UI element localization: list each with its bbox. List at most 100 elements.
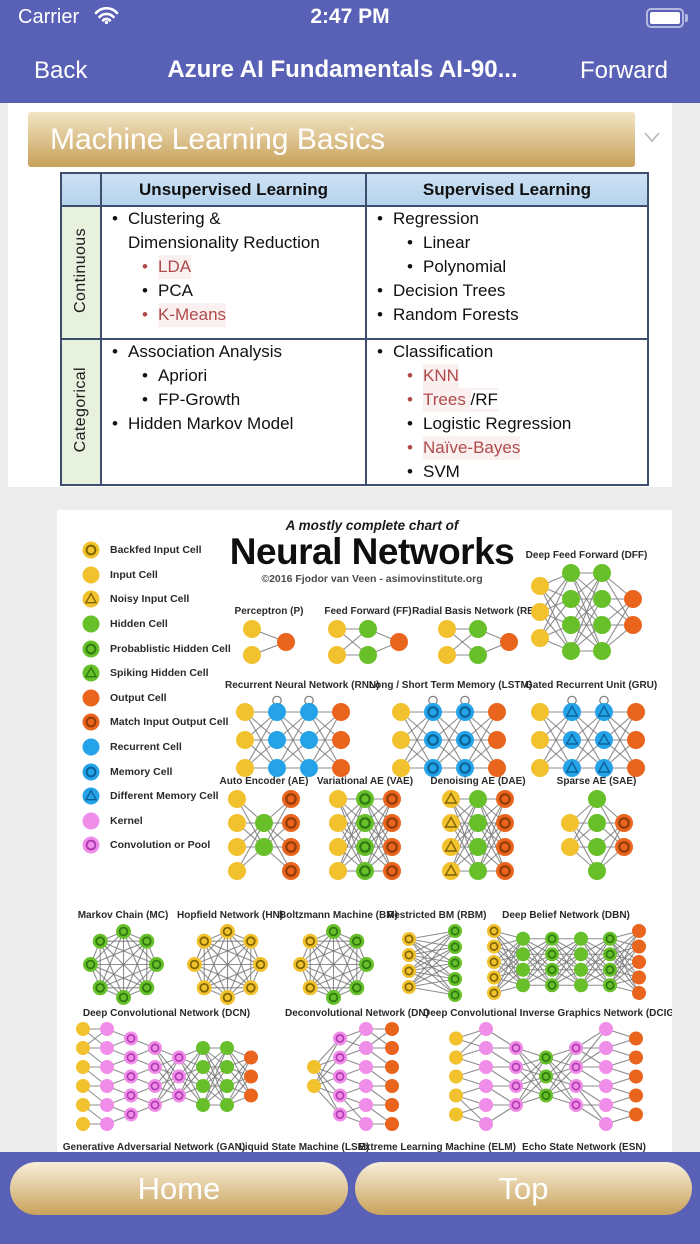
supervised-cell: •Classification•KNN•Trees /RF•Logistic R…	[365, 338, 649, 486]
ml-comparison-table: Unsupervised Learning Supervised Learnin…	[60, 172, 649, 486]
network-rnn: Recurrent Neural Network (RNN)	[225, 680, 380, 778]
network-dcign-diagram	[448, 1022, 643, 1131]
table-list-item: •Linear	[407, 233, 471, 252]
table-list-item: •Association Analysis	[112, 342, 283, 361]
network-rbm-label: Restricted BM (RBM)	[387, 910, 487, 921]
network-lstm-label: Long / Short Term Memory (LSTM)	[369, 680, 533, 691]
footer-bar: Home Top	[0, 1152, 700, 1244]
network-dbn-label: Deep Belief Network (DBN)	[502, 910, 630, 921]
network-gru: Gated Recurrent Unit (GRU)	[525, 680, 658, 778]
network-sae: Sparse AE (SAE)	[544, 776, 649, 881]
table-list-item: •Trees /RF	[367, 388, 647, 412]
network-hn-diagram	[186, 924, 268, 1005]
network-dcn: Deep Convolutional Network (DCN)	[59, 1008, 274, 1132]
network-dcign: Deep Convolutional Inverse Graphics Netw…	[423, 1008, 672, 1132]
network-cutoff-label: Extreme Learning Machine (ELM)	[358, 1142, 516, 1152]
table-row: Categorical •Association Analysis •Apriori…	[60, 338, 649, 486]
network-dff: Deep Feed Forward (DFF)	[509, 550, 664, 661]
legend-item-recurrent: Recurrent Cell	[81, 735, 231, 760]
top-bar: Carrier 2:47 PM Back Azure AI Fundamenta…	[0, 0, 700, 103]
legend-item-kernel: Kernel	[81, 809, 231, 834]
table-list-item: •Regression	[377, 209, 479, 228]
network-hn-label: Hopfield Network (HN)	[177, 910, 284, 921]
battery-icon	[646, 8, 688, 28]
match-cell-icon	[82, 713, 100, 731]
network-dbn: Deep Belief Network (DBN)	[477, 910, 655, 1001]
prob-cell-icon	[82, 640, 100, 658]
nn-chart-subtitle: A mostly complete chart of	[285, 518, 459, 533]
column-header-unsupervised: Unsupervised Learning	[100, 172, 367, 207]
legend-item-conv: Convolution or Pool	[81, 833, 231, 858]
network-mc-diagram	[82, 924, 164, 1005]
network-ae-diagram	[228, 790, 300, 880]
network-ae-label: Auto Encoder (AE)	[219, 776, 309, 787]
network-vae: Variational AE (VAE)	[315, 776, 415, 881]
network-dcign-label: Deep Convolutional Inverse Graphics Netw…	[423, 1008, 672, 1019]
network-ff-diagram	[328, 620, 408, 664]
network-rbf: Radial Basis Network (RBF)	[397, 606, 559, 665]
network-ff: Feed Forward (FF)	[313, 606, 423, 665]
table-row: Continuous•Clustering & Dimensionality R…	[60, 205, 649, 340]
nn-chart-image: A mostly complete chart of Neural Networ…	[57, 510, 672, 1152]
back-button[interactable]: Back	[34, 57, 88, 84]
network-bm-diagram	[292, 924, 374, 1005]
section-dropdown[interactable]: Machine Learning Basics	[28, 112, 635, 167]
network-dbn-diagram	[486, 924, 646, 1000]
network-rbf-label: Radial Basis Network (RBF)	[412, 606, 544, 617]
backfed-cell-icon	[82, 541, 100, 559]
legend-item-match: Match Input Output Cell	[81, 710, 231, 735]
legend-item-diffmem: Different Memory Cell	[81, 784, 231, 809]
table-list-item: •Logistic Regression	[407, 414, 572, 433]
input-cell-icon	[82, 566, 100, 584]
table-list-item: •Polynomial	[407, 257, 507, 276]
network-rnn-diagram	[235, 695, 350, 777]
network-cutoff-label: Echo State Network (ESN)	[522, 1142, 646, 1152]
forward-button[interactable]: Forward	[579, 57, 668, 84]
table-list-item: •SVM	[407, 462, 460, 481]
network-dae-diagram	[442, 790, 514, 880]
network-mc: Markov Chain (MC)	[69, 910, 177, 1006]
conv-cell-icon	[82, 836, 100, 854]
network-lstm: Long / Short Term Memory (LSTM)	[369, 680, 533, 778]
kernel-cell-icon	[82, 812, 100, 830]
network-gru-diagram	[530, 695, 645, 777]
top-button[interactable]: Top	[355, 1162, 692, 1215]
table-list-item: •FP-Growth	[142, 390, 241, 409]
network-dn: Deconvolutional Network (DN)	[285, 1008, 429, 1132]
network-dae-label: Denoising AE (DAE)	[430, 776, 526, 787]
network-p: Perceptron (P)	[215, 606, 323, 665]
chevron-down-icon[interactable]	[643, 130, 661, 148]
home-button[interactable]: Home	[10, 1162, 348, 1215]
unsupervised-cell: •Clustering & Dimensionality Reduction•L…	[100, 205, 367, 340]
noisy-cell-icon	[82, 590, 100, 608]
network-dff-label: Deep Feed Forward (DFF)	[525, 550, 648, 561]
network-cutoff-label: Liquid State Machine (LSM)	[238, 1142, 370, 1152]
table-list-item: •K-Means	[102, 303, 365, 327]
row-label-categorical: Categorical	[60, 338, 102, 486]
network-gru-label: Gated Recurrent Unit (GRU)	[525, 680, 658, 691]
table-corner-cell	[60, 172, 102, 207]
network-dcn-label: Deep Convolutional Network (DCN)	[82, 1008, 251, 1019]
network-dn-label: Deconvolutional Network (DN)	[285, 1008, 429, 1019]
table-list-item: •Apriori	[142, 366, 208, 385]
network-sae-label: Sparse AE (SAE)	[556, 776, 637, 787]
clock: 2:47 PM	[310, 5, 390, 28]
column-header-supervised: Supervised Learning	[365, 172, 649, 207]
network-rbf-diagram	[438, 620, 518, 664]
nn-chart-credit: ©2016 Fjodor van Veen - asimovinstitute.…	[261, 573, 483, 585]
network-vae-diagram	[329, 790, 401, 880]
unsupervised-cell: •Association Analysis •Apriori •FP-Growth •…	[100, 338, 367, 486]
network-rbm-diagram	[402, 924, 462, 1002]
network-bm-label: Boltzmann Machine (BM)	[279, 910, 398, 921]
network-sae-diagram	[560, 790, 633, 880]
table-list-item: •Hidden Markov Model	[112, 414, 294, 433]
spiking-cell-icon	[82, 664, 100, 682]
network-rnn-label: Recurrent Neural Network (RNN)	[225, 680, 380, 691]
network-hn: Hopfield Network (HN)	[177, 910, 284, 1006]
network-ae: Auto Encoder (AE)	[209, 776, 319, 881]
supervised-cell: •Regression•Linear•Polynomial•Decision T…	[365, 205, 649, 340]
carrier-label: Carrier	[18, 6, 80, 28]
network-mc-label: Markov Chain (MC)	[77, 910, 169, 921]
network-dcn-diagram	[75, 1022, 258, 1131]
